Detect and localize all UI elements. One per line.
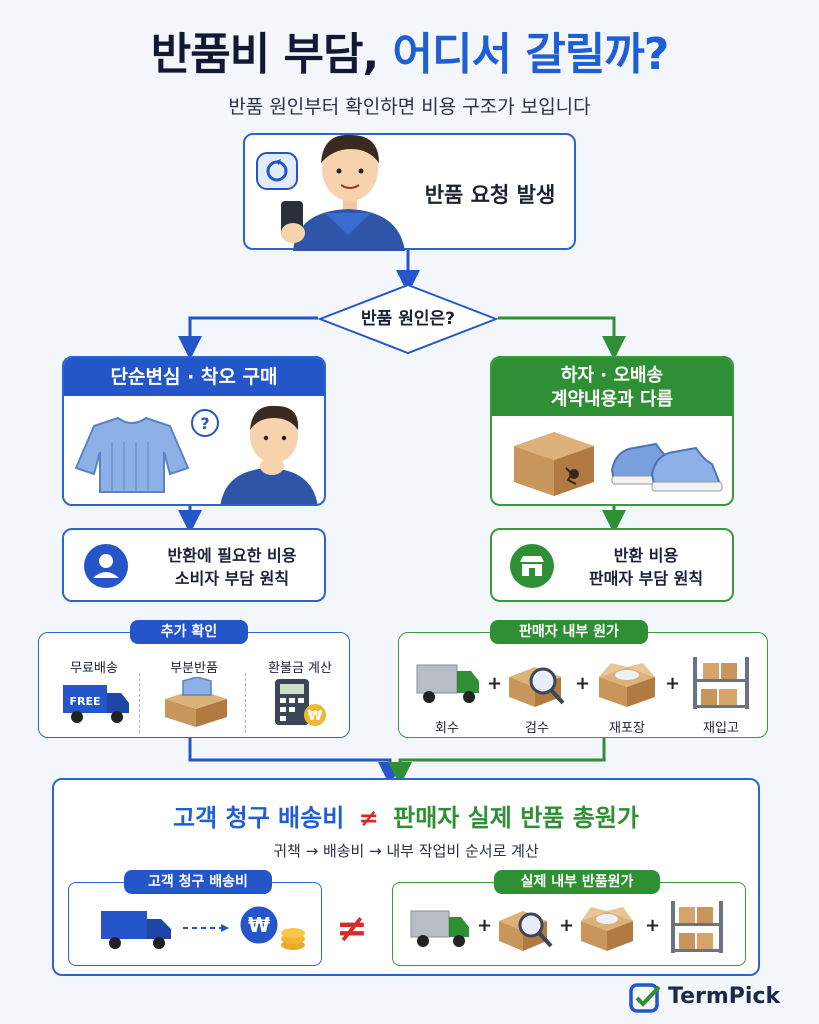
pickup-truck-icon: [410, 910, 469, 947]
big-not-equal-sign: ≠: [336, 906, 368, 950]
summary-right-text: 판매자 실제 반품 총원가: [393, 804, 639, 832]
customer-with-phone-icon: [281, 134, 405, 251]
restock-shelf-icon: [693, 657, 749, 709]
start-box: 반품 요청 발생: [243, 133, 576, 251]
decision-label: 반품 원인은?: [361, 309, 455, 329]
plus-sign: +: [487, 673, 503, 694]
summary-note: 귀책 → 배송비 → 내부 작업비 순서로 계산: [273, 842, 539, 860]
user-icon: [84, 544, 128, 588]
plus-sign: +: [559, 915, 575, 936]
inspection-box-icon: [509, 667, 565, 707]
divider: [139, 673, 141, 733]
calculator-icon: ₩: [275, 679, 326, 726]
divider: [245, 673, 247, 733]
cost-item-label: 재입고: [703, 721, 739, 736]
coin-symbol: ₩: [248, 913, 270, 937]
extra-item-label: 부분반품: [170, 661, 218, 676]
return-chat-icon: [256, 152, 298, 190]
sneakers-icon: [610, 442, 723, 492]
title-part1: 반품비 부담,: [150, 29, 393, 80]
won-badge: ₩: [308, 709, 323, 724]
summary-headline: 고객 청구 배송비 ≠ 판매자 실제 반품 총원가: [54, 798, 758, 833]
inspection-box-icon: [499, 911, 553, 951]
free-badge: FREE: [69, 695, 100, 708]
customer-shipping-panel: ₩: [68, 882, 322, 966]
decision-diamond: [318, 283, 498, 355]
question-bubble-icon: ?: [191, 409, 219, 437]
sweater-icon: [74, 416, 190, 493]
left-result-box: 반환에 필요한 비용 소비자 부담 원칙: [62, 528, 326, 602]
right-result-line1: 반환 비용: [613, 546, 679, 565]
internal-cost-panel: + + +: [392, 882, 746, 966]
svg-text:?: ?: [200, 414, 209, 433]
free-shipping-truck-icon: FREE: [63, 685, 129, 723]
plus-sign: +: [645, 915, 661, 936]
cost-item-label: 검수: [525, 721, 549, 736]
extra-item-label: 무료배송: [70, 661, 118, 676]
seller-cost-header: 판매자 내부 원가: [490, 620, 648, 644]
left-result-line2: 소비자 부담 원칙: [174, 569, 290, 588]
plus-sign: +: [575, 673, 591, 694]
damaged-box-icon: [514, 432, 594, 496]
repack-box-icon: [599, 663, 655, 707]
plus-sign: +: [477, 915, 493, 936]
partial-return-box-icon: [165, 677, 227, 727]
delivery-truck-icon: [101, 911, 171, 949]
repack-box-icon: [581, 907, 633, 951]
customer-shipping-header: 고객 청구 배송비: [124, 870, 272, 894]
page-title: 반품비 부담, 어디서 갈릴까?: [0, 18, 819, 82]
internal-cost-header: 실제 내부 반품원가: [494, 870, 660, 894]
page-subtitle: 반품 원인부터 확인하면 비용 구조가 보입니다: [228, 96, 591, 118]
store-icon: [510, 544, 554, 588]
extra-check-header: 추가 확인: [130, 620, 248, 644]
check-logo-icon: [629, 983, 661, 1013]
cost-item-label: 회수: [435, 721, 459, 736]
title-part2: 어디서 갈릴까?: [392, 29, 670, 80]
right-result-box: 반환 비용 판매자 부담 원칙: [490, 528, 734, 602]
cost-item-label: 재포장: [609, 721, 645, 736]
start-label: 반품 요청 발생: [424, 183, 556, 207]
dashed-arrow-icon: [183, 924, 229, 932]
right-result-text: 반환 비용 판매자 부담 원칙: [562, 544, 730, 590]
summary-section: 고객 청구 배송비 ≠ 판매자 실제 반품 총원가 귀책 → 배송비 → 내부 …: [52, 778, 760, 976]
thinking-customer-icon: [220, 405, 318, 504]
extra-item-label: 환불금 계산: [268, 661, 332, 676]
won-coin-icon: ₩: [237, 903, 305, 950]
right-result-line2: 판매자 부담 원칙: [588, 569, 704, 588]
right-header-line1: 하자 · 오배송: [560, 365, 664, 386]
pickup-truck-icon: [416, 664, 479, 703]
summary-left-text: 고객 청구 배송비: [173, 804, 345, 832]
plus-sign: +: [665, 673, 681, 694]
right-branch-card: 하자 · 오배송 계약내용과 다름: [490, 356, 734, 506]
left-branch-card: 단순변심 · 착오 구매 ?: [62, 356, 326, 506]
right-branch-header: 하자 · 오배송 계약내용과 다름: [492, 358, 732, 416]
seller-cost-panel: + + + 회수 검수 재포장 재입고: [398, 632, 768, 738]
extra-check-panel: 무료배송 부분반품 환불금 계산 FREE ₩: [38, 632, 350, 738]
left-branch-header: 단순변심 · 착오 구매: [64, 358, 324, 396]
brand-name: TermPick: [668, 984, 781, 1009]
left-result-line1: 반환에 필요한 비용: [167, 546, 297, 565]
not-equal-sign: ≠: [358, 804, 379, 832]
right-header-line2: 계약내용과 다름: [550, 389, 674, 410]
restock-shelf-icon: [671, 901, 723, 953]
left-result-text: 반환에 필요한 비용 소비자 부담 원칙: [142, 544, 322, 590]
